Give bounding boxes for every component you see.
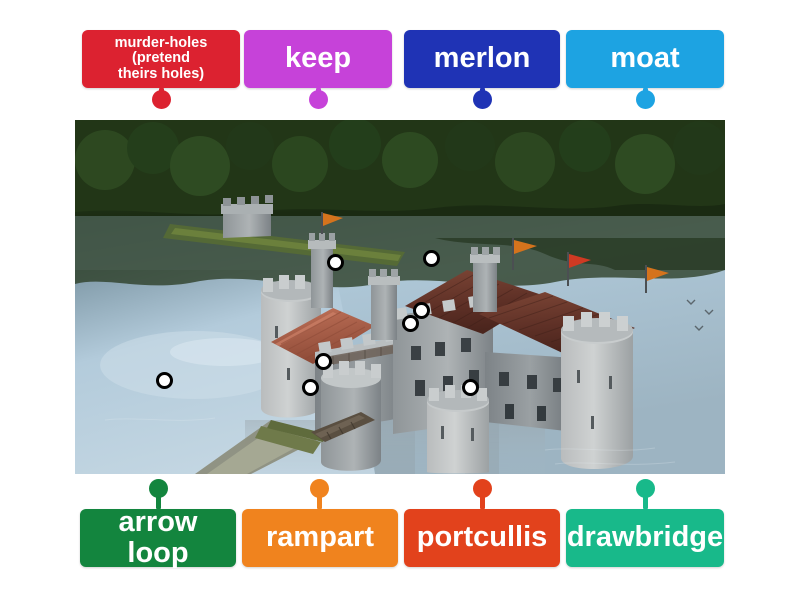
label-box-portcullis[interactable]: portcullis: [404, 509, 560, 567]
connector-knob-moat[interactable]: [635, 90, 655, 109]
target-dot-2[interactable]: [422, 249, 440, 267]
label-text-keep: keep: [284, 42, 352, 75]
label-box-keep[interactable]: keep: [244, 30, 392, 88]
label-text-merlon: merlon: [433, 42, 531, 75]
label-text-arrow-loop: arrow loop: [118, 505, 198, 569]
label-box-arrow-loop[interactable]: arrow loop: [80, 505, 236, 569]
connector-knob-drawbridge[interactable]: [635, 479, 655, 498]
label-box-rampart[interactable]: rampart: [242, 509, 398, 567]
connector-knob-keep[interactable]: [308, 90, 328, 109]
target-dot-4[interactable]: [401, 314, 419, 332]
label-box-drawbridge[interactable]: drawbridge: [566, 509, 724, 567]
label-text-moat: moat: [610, 42, 680, 75]
connector-knob-portcullis[interactable]: [472, 479, 492, 498]
target-dot-7[interactable]: [155, 371, 173, 389]
target-dot-5[interactable]: [314, 352, 332, 370]
target-dot-8[interactable]: [461, 378, 479, 396]
connector-knob-murder-holes[interactable]: [151, 90, 171, 109]
target-dot-3[interactable]: [412, 301, 430, 319]
connector-knob-arrow-loop[interactable]: [148, 479, 168, 498]
connector-knob-merlon[interactable]: [472, 90, 492, 109]
label-text-drawbridge: drawbridge: [566, 521, 724, 554]
castle-photo[interactable]: [75, 120, 725, 474]
castle-illustration: [75, 120, 725, 474]
label-box-moat[interactable]: moat: [566, 30, 724, 88]
label-text-rampart: rampart: [266, 521, 374, 554]
label-text-portcullis: portcullis: [416, 521, 548, 554]
label-box-merlon[interactable]: merlon: [404, 30, 560, 88]
target-dot-1[interactable]: [326, 253, 344, 271]
target-dot-6[interactable]: [301, 378, 319, 396]
connector-knob-rampart[interactable]: [309, 479, 329, 498]
